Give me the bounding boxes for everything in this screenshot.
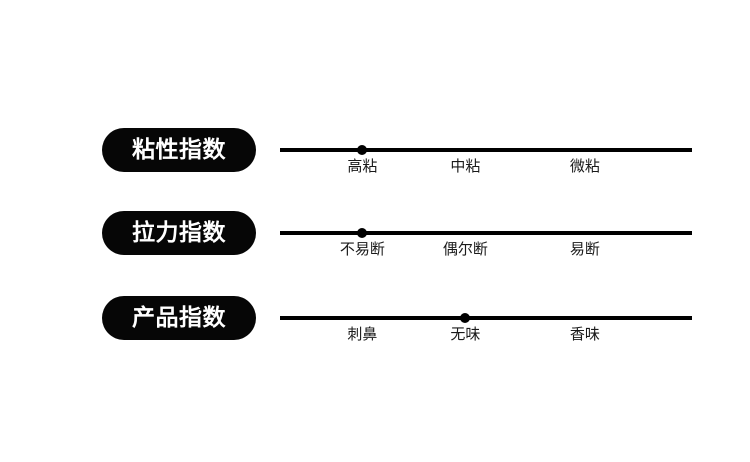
- spec-label-text: 产品指数: [132, 304, 226, 331]
- scale-tick-label: 中粘: [450, 157, 481, 175]
- scale-marker-dot[interactable]: [460, 313, 471, 323]
- scale-tick-label: 刺鼻: [347, 325, 378, 343]
- spec-label-pill-product: 产品指数: [102, 296, 256, 340]
- spec-row: 粘性指数 高粘 中粘 微粘: [0, 120, 750, 180]
- spec-label-text: 粘性指数: [132, 136, 226, 163]
- spec-label-pill-viscosity: 粘性指数: [102, 128, 256, 172]
- scale-tick-labels: 不易断 偶尔断 易断: [280, 239, 692, 263]
- scale-line: [280, 231, 692, 235]
- spec-row: 拉力指数 不易断 偶尔断 易断: [0, 203, 750, 263]
- spec-scale-tensile[interactable]: 不易断 偶尔断 易断: [280, 203, 692, 263]
- scale-tick-label: 高粘: [347, 157, 378, 175]
- scale-tick-label: 无味: [450, 325, 481, 343]
- scale-line: [280, 316, 692, 320]
- spec-scale-viscosity[interactable]: 高粘 中粘 微粘: [280, 120, 692, 180]
- spec-row: 产品指数 刺鼻 无味 香味: [0, 288, 750, 348]
- spec-label-text: 拉力指数: [132, 219, 226, 246]
- spec-scale-product[interactable]: 刺鼻 无味 香味: [280, 288, 692, 348]
- scale-marker-dot[interactable]: [357, 145, 368, 155]
- scale-marker-dot[interactable]: [357, 228, 368, 238]
- scale-tick-label: 易断: [569, 240, 600, 258]
- scale-tick-labels: 刺鼻 无味 香味: [280, 324, 692, 348]
- scale-tick-label: 偶尔断: [442, 240, 488, 258]
- scale-line: [280, 148, 692, 152]
- spec-label-pill-tensile: 拉力指数: [102, 211, 256, 255]
- scale-tick-label: 微粘: [569, 157, 600, 175]
- scale-tick-label: 香味: [569, 325, 600, 343]
- scale-tick-labels: 高粘 中粘 微粘: [280, 156, 692, 180]
- scale-tick-label: 不易断: [339, 240, 385, 258]
